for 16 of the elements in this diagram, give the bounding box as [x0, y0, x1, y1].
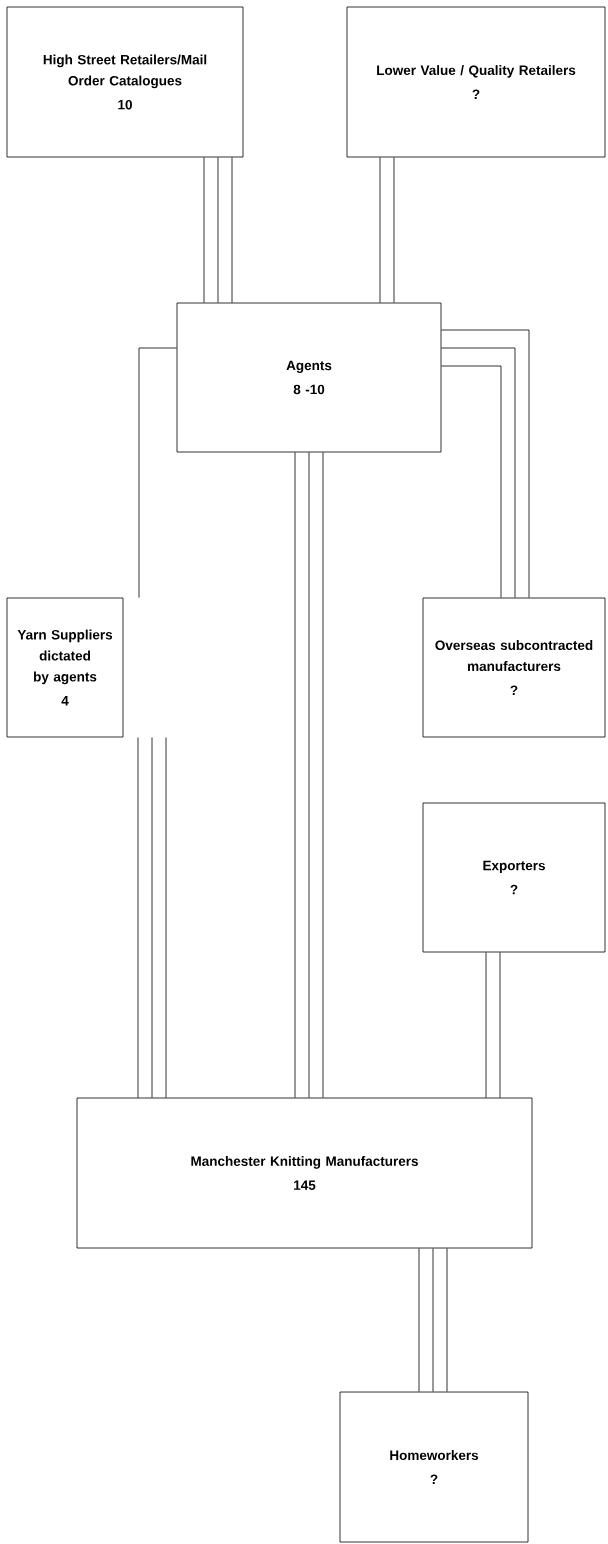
connector — [138, 347, 177, 598]
box: Overseas subcontracted manufacturers ? — [422, 597, 606, 738]
box: Homeworkers ? — [339, 1391, 529, 1543]
box: Yarn Suppliers dictated by agents 4 — [6, 597, 124, 738]
connector — [485, 952, 501, 1098]
box: Exporters ? — [422, 802, 606, 953]
connector — [294, 452, 324, 1098]
connector — [441, 329, 530, 598]
box: Manchester Knitting Manufacturers 145 — [76, 1097, 533, 1249]
connector — [203, 157, 233, 303]
connector — [379, 157, 395, 303]
box: High Street Retailers/Mail Order Catalogues 10 — [6, 6, 244, 158]
box: Agents 8 -10 — [176, 302, 442, 453]
connector — [137, 737, 167, 1098]
box: Lower Value / Quality Retailers ? — [346, 6, 606, 158]
connector — [418, 1248, 448, 1392]
